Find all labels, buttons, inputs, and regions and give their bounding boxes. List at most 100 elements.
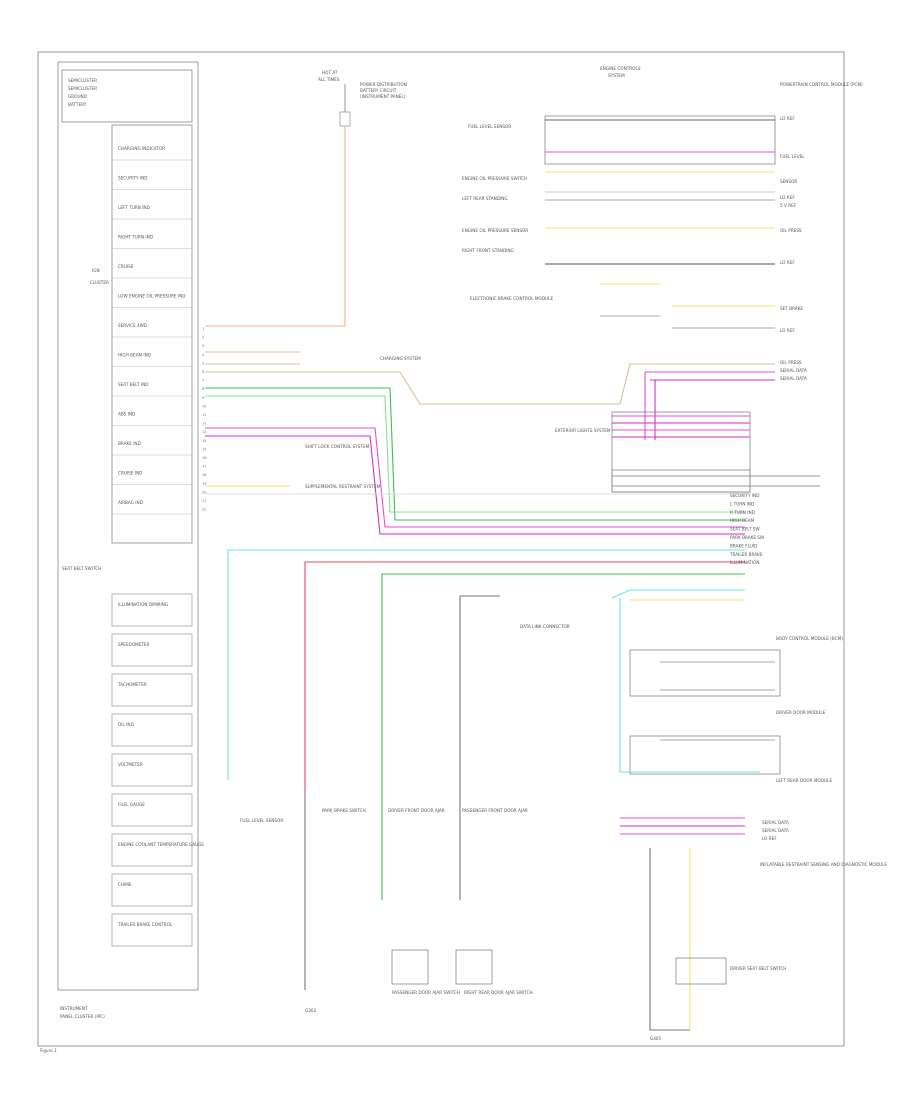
fuse-label-1: HOT AT — [322, 70, 338, 75]
wire-sdm-ground — [649, 848, 690, 1031]
right-side-label: OIL PRESS — [780, 228, 802, 233]
pin-number: 12 — [202, 422, 207, 426]
gauge-label: TRAILER BRAKE CONTROL — [117, 922, 173, 927]
figure-id: Figure 1 — [40, 1048, 57, 1053]
right-side-label: SENSOR — [780, 179, 797, 184]
bus-label: SECURITY IND — [730, 493, 759, 498]
engine-block-title-2: SYSTEM — [608, 73, 625, 78]
wire-harness — [205, 119, 820, 1031]
cluster-header-1: SEMICLUSTER — [68, 78, 97, 83]
cluster-header-3: GROUND — [68, 94, 87, 99]
diagram-frame — [37, 51, 845, 1047]
pin-number: 2 — [202, 336, 204, 340]
pin-number: 6 — [202, 370, 205, 374]
bottom-right-sdm: INFLATABLE RESTRAINT SENSING AND DIAGNOS… — [760, 862, 887, 867]
gauge-box — [111, 793, 193, 827]
mid-srs: SUPPLEMENTAL RESTRAINT SYSTEM — [305, 484, 381, 489]
ground-g401: G401 — [650, 1036, 662, 1041]
pin-number: 3 — [202, 344, 204, 348]
indicator-label: LOW ENGINE OIL PRESSURE IND — [118, 294, 185, 299]
pin-number: 13 — [202, 430, 207, 434]
mid-shift-lock: SHIFT LOCK CONTROL SYSTEM — [305, 444, 370, 449]
wire-cyan-main — [227, 549, 745, 760]
pin-number: 5 — [202, 361, 204, 365]
right-side-label: OIL PRESS — [780, 360, 802, 365]
bottom-park-brake-switch: PARK BRAKE SWITCH — [322, 808, 366, 813]
bus-label: L TURN IND — [730, 501, 754, 506]
wire-green-2 — [205, 395, 745, 513]
bottom-right-loref: LO REF — [762, 836, 777, 841]
indicator-label: LEFT TURN IND — [118, 205, 150, 210]
pin-number: 20 — [202, 490, 207, 494]
pin-number: 21 — [202, 499, 207, 503]
wire-black-door — [459, 595, 500, 900]
gauge-label: FUEL GAUGE — [118, 802, 145, 807]
bus-label: BRAKE FLUID — [730, 543, 757, 548]
right-side-label: SET BRAKE — [780, 306, 803, 311]
pin-number: 11 — [202, 413, 207, 417]
pin-number: 7 — [202, 379, 204, 383]
fuse-note-3: (INSTRUMENT PANEL) — [360, 94, 406, 99]
indicator-label: RIGHT TURN IND — [118, 235, 153, 240]
bus-label: R TURN IND — [730, 510, 755, 515]
gauge-label: ILLUMINATION DIMMING — [118, 602, 168, 607]
indicator-label: AIRBAG IND — [118, 500, 143, 505]
instrument-cluster: SEMICLUSTER SEMICLUSTER GROUND BATTERY C… — [57, 61, 204, 1019]
right-side-label: SERIAL DATA — [780, 376, 807, 381]
indicator-label: CRUISE IND — [118, 471, 142, 476]
sensor-right-front-standing: RIGHT FRONT STANDING — [462, 248, 514, 253]
bus-label: ILLUMINATION — [730, 560, 760, 565]
bus-label: HIGH BEAM — [730, 518, 754, 523]
gauge-label: VOLTMETER — [118, 762, 143, 767]
fuse-note-1: POWER DISTRIBUTION — [360, 82, 407, 87]
pin-number: 8 — [202, 387, 205, 391]
pin-number: 17 — [202, 465, 207, 469]
sensor-oil-pressure-switch: ENGINE OIL PRESSURE SWITCH — [462, 176, 527, 181]
bottom-block: FUEL LEVEL SENSOR PARK BRAKE SWITCH DRIV… — [40, 808, 887, 1053]
bus-label: TRAILER BRAKE — [729, 552, 763, 557]
fuse-note-2: BATTERY CIRCUIT — [360, 88, 397, 93]
right-side-label: LO REF — [780, 116, 795, 121]
pin-number: 9 — [202, 396, 205, 400]
gauge-box — [111, 873, 193, 907]
bottom-module-passenger: PASSENGER DOOR AJAR SWITCH — [392, 990, 460, 995]
cluster-header-4: BATTERY — [68, 102, 87, 107]
indicator-label: CRUISE — [118, 264, 134, 269]
gauge-box — [111, 633, 193, 667]
wire-green-1 — [205, 387, 745, 521]
pin-number: 15 — [202, 447, 207, 451]
gauge-label: ENGINE COOLANT TEMPERATURE GAUGE — [118, 842, 204, 847]
indicator-label: SEAT BELT IND — [118, 382, 149, 387]
pin-number: 19 — [202, 482, 207, 486]
engine-block-title-1: ENGINE CONTROLS — [600, 66, 641, 71]
indicator-label: SERVICE 4WD — [118, 323, 147, 328]
pin-number: 14 — [202, 439, 207, 443]
gauge-label: OIL IND — [118, 722, 134, 727]
gauge-label: CHIME — [118, 882, 132, 887]
pin-number: 18 — [202, 473, 207, 477]
middle-block: CHARGING SYSTEM SHIFT LOCK CONTROL SYSTE… — [305, 356, 843, 783]
engine-controls-block: ENGINE CONTROLS SYSTEM FUEL LEVEL SENSOR… — [462, 66, 863, 381]
cluster-side-label-cluster: CLUSTER — [90, 280, 109, 285]
pin-number: 10 — [202, 404, 207, 408]
cluster-footer-1: INSTRUMENT — [60, 1006, 88, 1011]
door-module-driver: DRIVER DOOR MODULE — [776, 710, 826, 715]
wire-green-door — [381, 573, 745, 900]
right-side-label: LO REF — [780, 260, 795, 265]
pin-number: 4 — [202, 353, 205, 357]
gauge-label: SPEEDOMETER — [118, 642, 149, 647]
pin-number: 1 — [202, 327, 204, 331]
bus-label: SEAT BELT SW — [730, 527, 760, 532]
bus-labels: SECURITY IND L TURN IND R TURN IND HIGH BEA… — [729, 493, 764, 565]
wire-red — [304, 561, 745, 790]
bottom-fuel-level-sensor: FUEL LEVEL SENSOR — [240, 818, 283, 823]
lower-gauge-list: ILLUMINATION DIMMINGSPEEDOMETERTACHOMETE… — [111, 593, 204, 947]
pin-number: 16 — [202, 456, 207, 460]
sensor-oil-pressure-sensor: ENGINE OIL PRESSURE SENSOR — [462, 228, 528, 233]
ground-g302: G302 — [305, 1008, 317, 1013]
indicator-label: HIGH BEAM IND — [118, 353, 151, 358]
pin-number: 22 — [202, 508, 207, 512]
wire-orange-feed — [205, 126, 346, 327]
pcm-label: POWERTRAIN CONTROL MODULE (PCM) — [780, 82, 863, 87]
